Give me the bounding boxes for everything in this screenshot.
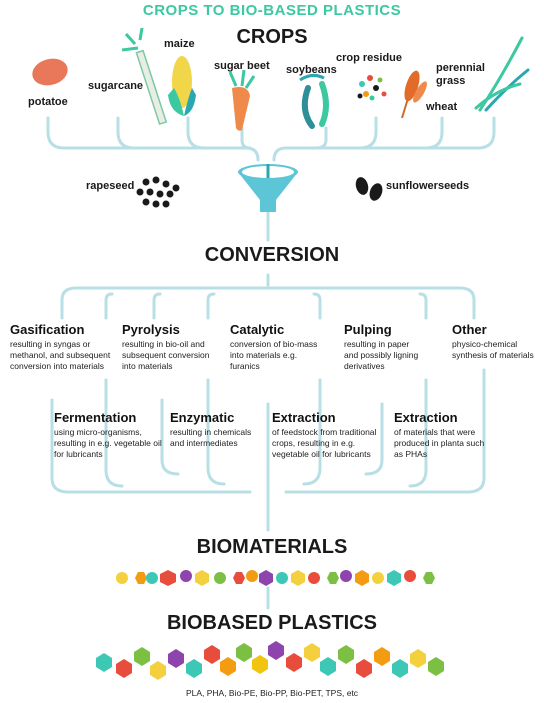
plastics-list: PLA, PHA, Bio-PE, Bio-PP, Bio-PET, TPS, … bbox=[185, 688, 359, 698]
crop-label-wheat: wheat bbox=[426, 101, 458, 113]
method-description: physico-chemical synthesis of materials bbox=[452, 339, 534, 360]
method-title: Catalytic bbox=[230, 322, 285, 337]
crop-label-sugar-beet: sugar beet bbox=[214, 60, 270, 72]
seed-label-rapeseed: rapeseed bbox=[86, 180, 135, 192]
method-description: using micro-organisms, resulting in e.g.… bbox=[54, 427, 162, 459]
perennial-grass-icon bbox=[474, 36, 530, 112]
biomaterials-heading: BIOMATERIALS bbox=[196, 536, 348, 558]
method-description: resulting in syngas or methanol, and sub… bbox=[10, 339, 111, 371]
crop-residue-icon bbox=[357, 75, 387, 101]
crop-label-perennial-grass: perennial grass bbox=[436, 62, 485, 87]
method-description: resulting in paper and possibly ligning … bbox=[344, 339, 419, 371]
method-fermentation: Fermentation using micro-organisms, resu… bbox=[54, 410, 162, 460]
method-title: Fermentation bbox=[54, 410, 137, 425]
connector-line bbox=[46, 116, 260, 162]
wheat-icon bbox=[401, 70, 427, 119]
soybeans-icon bbox=[299, 73, 329, 129]
method-title: Enzymatic bbox=[170, 410, 235, 425]
page-title: CROPS TO BIO-BASED PLASTICS bbox=[142, 2, 402, 19]
method-enzymatic: Enzymatic resulting in chemicals and int… bbox=[170, 410, 266, 449]
crop-label-maize: maize bbox=[164, 38, 195, 50]
method-extraction-feedstock: Extraction of feedstock from traditional… bbox=[272, 410, 382, 460]
biomaterials-shapes bbox=[116, 570, 435, 586]
method-description: resulting in chemicals and intermediates bbox=[170, 427, 252, 448]
sunflowerseeds-icon bbox=[355, 177, 383, 201]
sugar-beet-icon bbox=[228, 69, 256, 131]
method-catalytic: Catalytic conversion of bio-mass into ma… bbox=[230, 322, 318, 372]
method-title: Pyrolysis bbox=[122, 322, 180, 337]
crop-label-soybeans: soybeans bbox=[286, 64, 337, 76]
biobased-plastics-heading: BIOBASED PLASTICS bbox=[166, 612, 378, 634]
crop-label-sugarcane: sugarcane bbox=[88, 80, 144, 92]
method-pyrolysis: Pyrolysis resulting in bio-oil and subse… bbox=[122, 322, 214, 372]
seed-label-sunflowerseeds: sunflowerseeds bbox=[386, 180, 470, 192]
method-extraction-in-planta: Extraction of materials that were produc… bbox=[394, 410, 486, 460]
maize-icon bbox=[168, 56, 196, 116]
method-title: Other bbox=[452, 322, 487, 337]
plastics-hexagons bbox=[96, 641, 444, 680]
method-description: of materials that were produced in plant… bbox=[394, 427, 485, 459]
crop-label-potatoe: potatoe bbox=[28, 96, 68, 108]
method-title: Pulping bbox=[344, 322, 392, 337]
conversion-heading: CONVERSION bbox=[204, 244, 340, 266]
rapeseed-icon bbox=[136, 176, 180, 208]
method-other: Other physico-chemical synthesis of mate… bbox=[452, 322, 540, 361]
method-description: of feedstock from traditional crops, res… bbox=[272, 427, 377, 459]
potato-icon bbox=[32, 58, 68, 86]
method-gasification: Gasification resulting in syngas or meth… bbox=[10, 322, 114, 372]
sugarcane-icon bbox=[121, 27, 168, 126]
method-title: Extraction bbox=[394, 410, 458, 425]
method-pulping: Pulping resulting in paper and possibly … bbox=[344, 322, 424, 372]
crops-heading: CROPS bbox=[236, 26, 308, 48]
method-title: Gasification bbox=[10, 322, 85, 337]
funnel-icon bbox=[238, 164, 298, 212]
method-title: Extraction bbox=[272, 410, 336, 425]
method-description: resulting in bio-oil and subsequent conv… bbox=[122, 339, 210, 371]
method-description: conversion of bio-mass into materials e.… bbox=[230, 339, 318, 371]
crop-label-crop-residue: crop residue bbox=[336, 52, 403, 64]
